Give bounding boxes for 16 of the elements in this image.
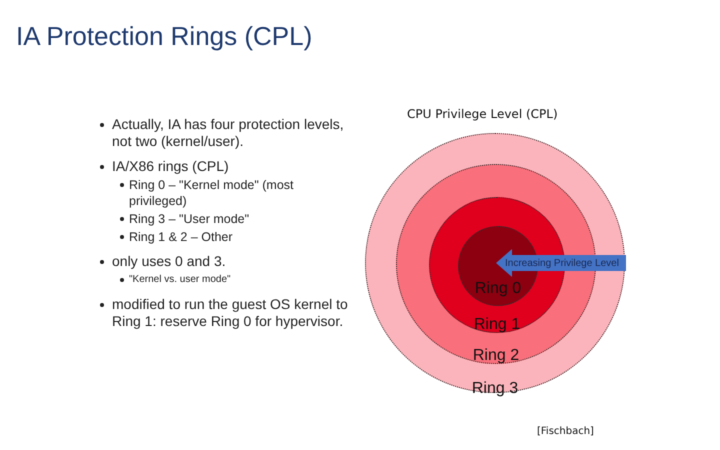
slide-title: IA Protection Rings (CPL) xyxy=(16,20,312,52)
ring-label: Ring 3 xyxy=(472,380,518,398)
bullet-text: Ring 3 – "User mode" xyxy=(129,211,250,227)
bullet-text: Ring 0 – "Kernel mode" (most privileged) xyxy=(129,177,295,209)
bullet-text: modified to run the guest OS kernel to Ring 1: reserve Ring 0 for hypervisor. xyxy=(112,296,349,330)
ring-label: Ring 2 xyxy=(472,347,520,365)
bullet-text: only uses 0 and 3. xyxy=(112,253,226,270)
bullet-text: Ring 1 & 2 – Other xyxy=(129,229,233,245)
bullet-text: IA/X86 rings (CPL) xyxy=(112,158,229,175)
ring-label: Ring 1 xyxy=(474,316,520,334)
source-citation: [Fischbach] xyxy=(537,425,594,439)
diagram-heading: CPU Privilege Level (CPL) xyxy=(407,106,558,123)
bullet-text: "Kernel vs. user mode" xyxy=(129,273,231,287)
arrow-label: Increasing Privilege Level xyxy=(505,257,619,270)
bullet-text: Actually, IA has four protection levels, not two (kernel/user). xyxy=(112,116,345,150)
ring-label: Ring 0 xyxy=(474,280,522,298)
